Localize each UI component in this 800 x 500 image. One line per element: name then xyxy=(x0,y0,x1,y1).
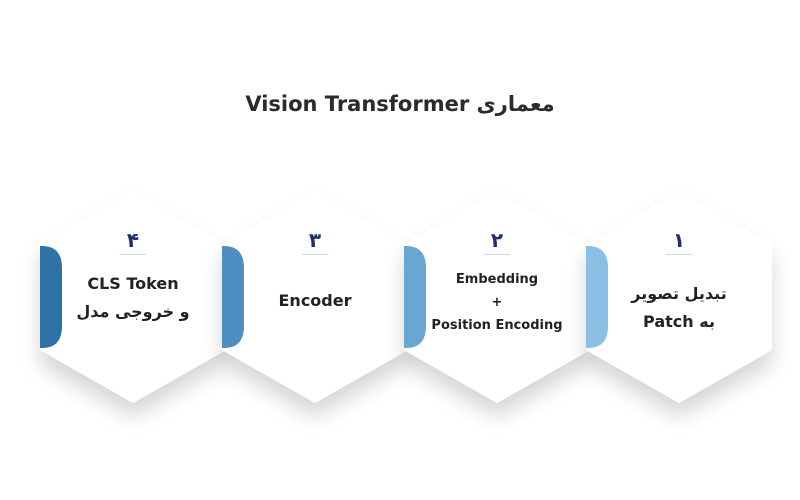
accent-tab-step-3 xyxy=(222,246,244,348)
step-3-label: Encoder xyxy=(222,288,408,314)
step-2-line-2: + xyxy=(491,295,503,310)
hexagon-step-2 xyxy=(404,191,590,403)
step-2: ۲ Embedding + Position Encoding xyxy=(404,0,590,333)
step-4: ۴ CLS Token و خروجی مدل xyxy=(40,0,226,321)
step-3: ۳ Encoder xyxy=(222,0,408,310)
step-1-label: تبدیل تصویر به Patch xyxy=(586,280,772,336)
step-4-number: ۴ xyxy=(126,228,140,252)
step-2-number: ۲ xyxy=(490,228,504,252)
step-2-line-1: Embedding xyxy=(455,272,539,287)
step-4-label: CLS Token و خروجی مدل xyxy=(40,270,226,326)
step-2-underline xyxy=(484,254,510,255)
accent-tab-step-2 xyxy=(404,246,426,348)
step-4-underline xyxy=(120,254,146,255)
accent-tab-step-4 xyxy=(40,246,62,348)
accent-tab-step-1 xyxy=(586,246,608,348)
step-3-line-1: Encoder xyxy=(278,291,352,310)
hexagon-step-4 xyxy=(40,191,226,403)
step-1-underline xyxy=(666,254,692,255)
step-3-underline xyxy=(302,254,328,255)
step-2-label: Embedding + Position Encoding xyxy=(404,268,590,337)
step-4-line-1: CLS Token xyxy=(87,274,179,293)
step-1-line-2: به Patch xyxy=(643,312,715,331)
step-3-number: ۳ xyxy=(308,228,322,252)
step-2-line-3: Position Encoding xyxy=(431,318,563,333)
page-title: معماری Vision Transformer xyxy=(245,92,555,116)
step-1: ۱ تبدیل تصویر به Patch xyxy=(586,0,772,331)
step-1-line-1: تبدیل تصویر xyxy=(631,284,727,303)
hexagon-step-3 xyxy=(222,191,408,403)
step-4-line-2: و خروجی مدل xyxy=(76,302,190,321)
step-1-number: ۱ xyxy=(672,228,686,252)
hexagon-step-1 xyxy=(586,191,772,403)
